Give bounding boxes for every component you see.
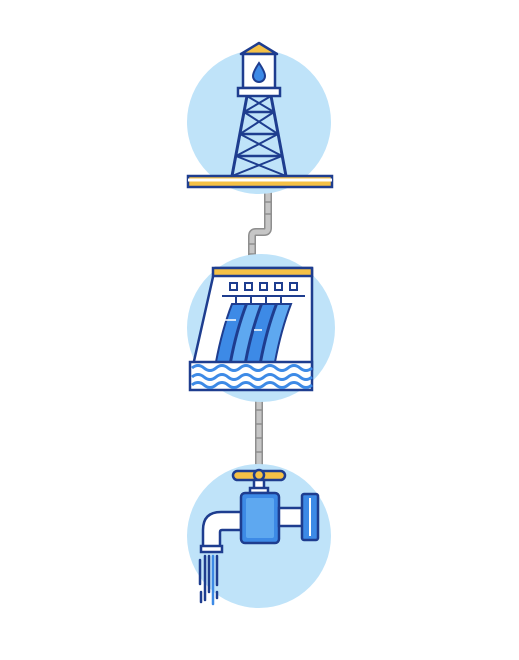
pipe-icon bbox=[248, 190, 272, 262]
water-tower-icon bbox=[186, 41, 334, 194]
hydroelectric-dam-icon bbox=[187, 254, 335, 402]
water-faucet-icon bbox=[187, 464, 331, 608]
pipe-icon bbox=[255, 398, 263, 470]
